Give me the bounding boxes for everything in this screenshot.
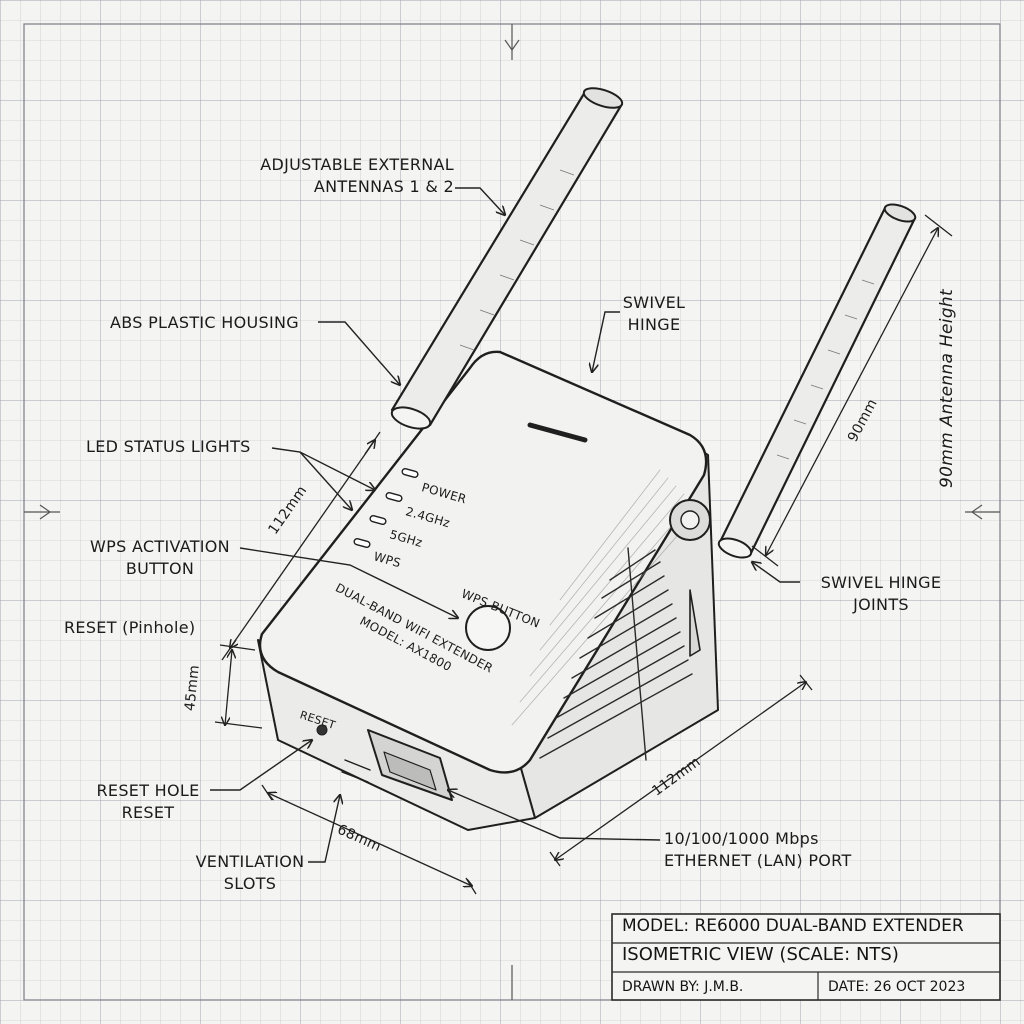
front-vents [341,759,371,783]
title-block-footer: DRAWN BY: J.M.B. DATE: 26 OCT 2023 [612,974,1000,1000]
label-housing: ABS PLASTIC HOUSING [110,313,299,332]
label-ethernet-line2: ETHERNET (LAN) PORT [664,851,852,870]
title-block-frame [611,913,1001,1001]
title-block-date: DATE: 26 OCT 2023 [828,979,966,995]
title-block-view: ISOMETRIC VIEW (SCALE: NTS) [622,944,899,965]
label-wps-line1: WPS ACTIVATION [90,537,230,556]
antenna-left [390,87,624,430]
label-swivel-joints-line2: JOINTS [853,595,909,614]
center-marks [24,24,1000,1000]
label-antennas-line1: ADJUSTABLE EXTERNAL [260,155,454,174]
wps-button-circle [465,605,511,651]
label-swivel-joints-line1: SWIVEL HINGE [820,573,942,592]
label-antennas-line2: ANTENNAS 1 & 2 [313,177,454,196]
plug-prong [689,589,701,657]
label-antennas: ADJUSTABLE EXTERNAL ANTENNAS 1 & 2 [212,154,454,198]
label-ethernet-line1: 10/100/1000 Mbps [664,829,819,848]
label-hinge-line2: HINGE [627,315,681,334]
dim-90 [766,228,938,555]
dim-112-length [555,682,806,860]
label-swivel-joints: SWIVEL HINGE JOINTS [806,572,956,616]
dimension-lines [214,214,953,895]
label-reset-hole: RESET HOLE RESET [88,780,208,824]
label-reset-pinhole: RESET (Pinhole) [64,618,196,637]
label-reset-hole-line2: RESET [121,803,175,822]
dim-112-vertical [230,440,375,648]
label-wps-line2: BUTTON [125,559,195,578]
label-reset-hole-line1: RESET HOLE [96,781,200,800]
label-led-status: LED STATUS LIGHTS [86,437,251,456]
label-wps-activation: WPS ACTIVATION BUTTON [70,536,250,580]
top-face [258,350,708,774]
label-vent-line2: SLOTS [223,874,277,893]
label-hinge-line1: SWIVEL [622,293,686,312]
title-block-model-label: MODEL: [622,916,690,936]
title-block-drawn-by: DRAWN BY: J.M.B. [622,979,744,995]
dim-68 [268,793,472,886]
title-block-model: MODEL: RE6000 DUAL-BAND EXTENDER [612,916,1010,942]
top-shading [511,469,699,726]
label-ethernet: 10/100/1000 Mbps ETHERNET (LAN) PORT [664,828,852,872]
dim-45 [225,650,232,725]
top-slot [527,422,588,443]
title-block-model-value: RE6000 DUAL-BAND EXTENDER [694,916,964,936]
label-hinge: SWIVEL HINGE [612,292,696,336]
reset-hole [316,724,328,736]
label-vent-line1: VENTILATION [195,852,305,871]
dim-text-antenna-height: 90mm Antenna Height [937,289,957,488]
label-ventilation: VENTILATION SLOTS [186,851,314,895]
